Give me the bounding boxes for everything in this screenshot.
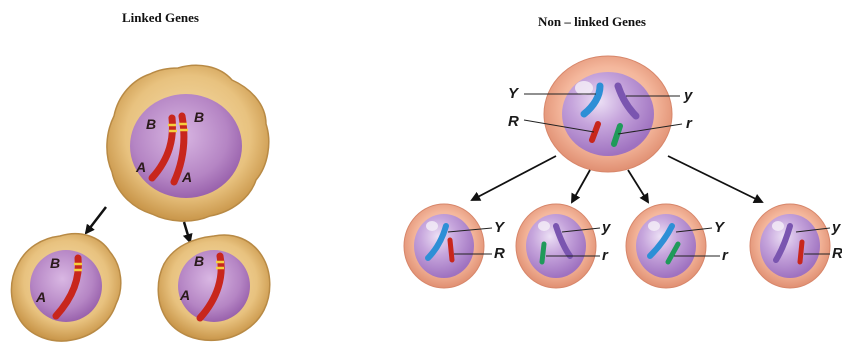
nonlinked-daughter-4-label-bottom: R — [832, 245, 842, 262]
nonlinked-parent-label-r: r — [686, 115, 693, 132]
nonlinked-parent-label-Y: Y — [508, 85, 520, 102]
linked-parent-label-b-left: B — [146, 116, 156, 132]
nonlinked-arrow-4 — [668, 156, 762, 202]
linked-parent-cell: B B A A — [107, 65, 269, 221]
linked-daughter-right-label-b: B — [194, 253, 204, 269]
nonlinked-arrow-3 — [628, 170, 648, 202]
nonlinked-daughter-cell-4: y R — [750, 204, 842, 288]
nonlinked-daughter-4-label-top: y — [831, 219, 841, 236]
nonlinked-parent-label-y: y — [683, 87, 693, 104]
linked-parent-label-a-left: A — [135, 159, 146, 175]
linked-daughter-left-label-b: B — [50, 255, 60, 271]
nonlinked-daughter-2-label-top: y — [601, 219, 611, 236]
nonlinked-daughter-3-label-bottom: r — [722, 247, 729, 264]
linked-daughter-cell-right: B A — [158, 235, 270, 340]
nonlinked-daughter-3-label-top: Y — [714, 219, 726, 236]
linked-daughter-right-label-a: A — [179, 287, 190, 303]
nonlinked-daughter-1-label-bottom: R — [494, 245, 505, 262]
nonlinked-arrow-1 — [472, 156, 556, 200]
linked-daughter-cell-left: B A — [11, 234, 120, 341]
linked-parent-label-b-right: B — [194, 109, 204, 125]
linked-arrow-left — [86, 207, 106, 233]
nonlinked-arrow-2 — [572, 170, 590, 202]
nonlinked-daughter-cell-1: Y R — [404, 204, 506, 288]
nonlinked-parent-cell: Y y R r — [508, 56, 693, 172]
nonlinked-daughter-1-label-top: Y — [494, 219, 506, 236]
nonlinked-daughter-cell-3: Y r — [626, 204, 729, 288]
nonlinked-daughter-cell-2: y r — [516, 204, 611, 288]
linked-daughter-left-label-a: A — [35, 289, 46, 305]
nonlinked-parent-label-R: R — [508, 113, 519, 130]
nonlinked-daughter-2-label-bottom: r — [602, 247, 609, 264]
linked-parent-label-a-right: A — [181, 169, 192, 185]
linked-arrow-right — [184, 222, 190, 242]
